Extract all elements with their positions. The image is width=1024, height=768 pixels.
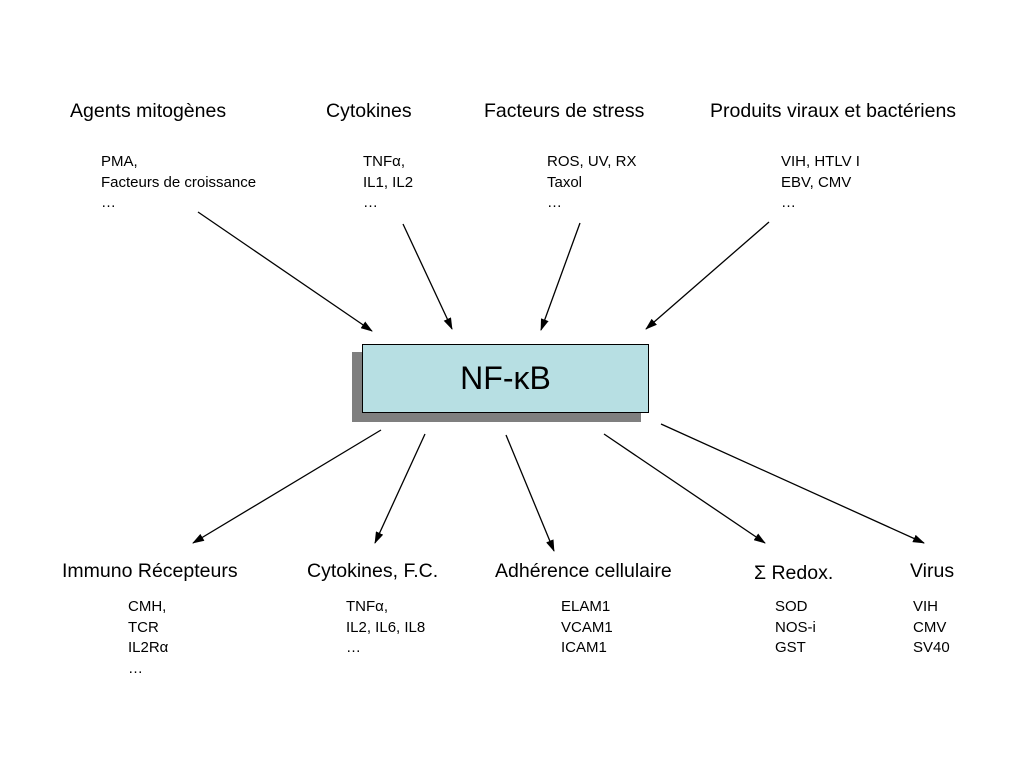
output-heading-redox: Σ Redox. (754, 562, 834, 584)
output-heading-virus: Virus (910, 560, 955, 582)
arrow-nfkb-to-virus (660, 423, 925, 544)
arrow-nfkb-to-adhesion (505, 434, 555, 552)
input-heading-stress: Facteurs de stress (484, 100, 645, 122)
output-heading-cytokines: Cytokines, F.C. (307, 560, 439, 582)
output-list-cytokines: TNFα, IL2, IL6, IL8 … (346, 597, 425, 659)
output-list-redox: SOD NOS-i GST (775, 597, 816, 659)
list-item: PMA, (101, 153, 138, 170)
list-item: IL2Rα (128, 639, 169, 656)
list-item: TNFα, (346, 598, 388, 615)
input-heading-viral-bacterial: Produits viraux et bactériens (710, 100, 957, 122)
output-heading-immuno: Immuno Récepteurs (62, 560, 238, 582)
input-heading-cytokines: Cytokines (326, 100, 412, 122)
list-item: Taxol (547, 173, 583, 191)
arrow-cytokines-to-nfkb (402, 223, 453, 330)
input-list-cytokines: TNFα, IL1, IL2 … (363, 152, 413, 214)
arrow-nfkb-to-cytokines (374, 433, 426, 544)
list-item: IL2, IL6, IL8 (346, 618, 426, 636)
input-list-mitogens: PMA, Facteurs de croissance … (101, 152, 256, 214)
list-item: … (781, 194, 796, 211)
list-item: GST (775, 639, 806, 656)
list-item: … (547, 194, 562, 211)
nfkb-box: NF-κB (362, 344, 649, 413)
input-list-stress: ROS, UV, RX Taxol … (547, 152, 636, 214)
input-list-viral-bacterial: VIH, HTLV I EBV, CMV … (781, 152, 860, 214)
list-item: CMV (913, 618, 947, 636)
list-item: SOD (775, 598, 808, 615)
nfkb-label: NF-κB (460, 360, 551, 396)
list-item: ELAM1 (561, 598, 611, 615)
output-heading-adhesion: Adhérence cellulaire (495, 560, 672, 582)
list-item: … (101, 194, 116, 211)
list-item: VIH, HTLV I (781, 153, 860, 170)
list-item: VIH (913, 598, 939, 615)
list-item: IL1, IL2 (363, 173, 414, 191)
list-item: VCAM1 (561, 618, 613, 636)
list-item: ICAM1 (561, 639, 607, 656)
arrow-stress-to-nfkb (540, 222, 581, 331)
list-item: EBV, CMV (781, 173, 852, 191)
list-item: NOS-i (775, 618, 816, 636)
arrow-nfkb-to-redox (603, 433, 766, 544)
input-heading-mitogens: Agents mitogènes (70, 100, 227, 122)
list-item: CMH, (128, 598, 167, 615)
list-item: ROS, UV, RX (547, 153, 637, 170)
list-item: … (346, 639, 361, 656)
output-list-virus: VIH CMV SV40 (913, 597, 950, 659)
arrow-viral-to-nfkb (645, 221, 770, 330)
list-item: SV40 (913, 639, 950, 656)
list-item: TNFα, (363, 153, 405, 170)
output-list-adhesion: ELAM1 VCAM1 ICAM1 (561, 597, 613, 659)
list-item: … (363, 194, 378, 211)
output-list-immuno: CMH, TCR IL2Rα … (128, 597, 168, 679)
arrow-mitogens-to-nfkb (197, 211, 373, 332)
list-item: … (128, 659, 143, 677)
list-item: TCR (128, 618, 159, 636)
arrow-nfkb-to-immuno (192, 429, 382, 544)
list-item: Facteurs de croissance (101, 173, 257, 191)
